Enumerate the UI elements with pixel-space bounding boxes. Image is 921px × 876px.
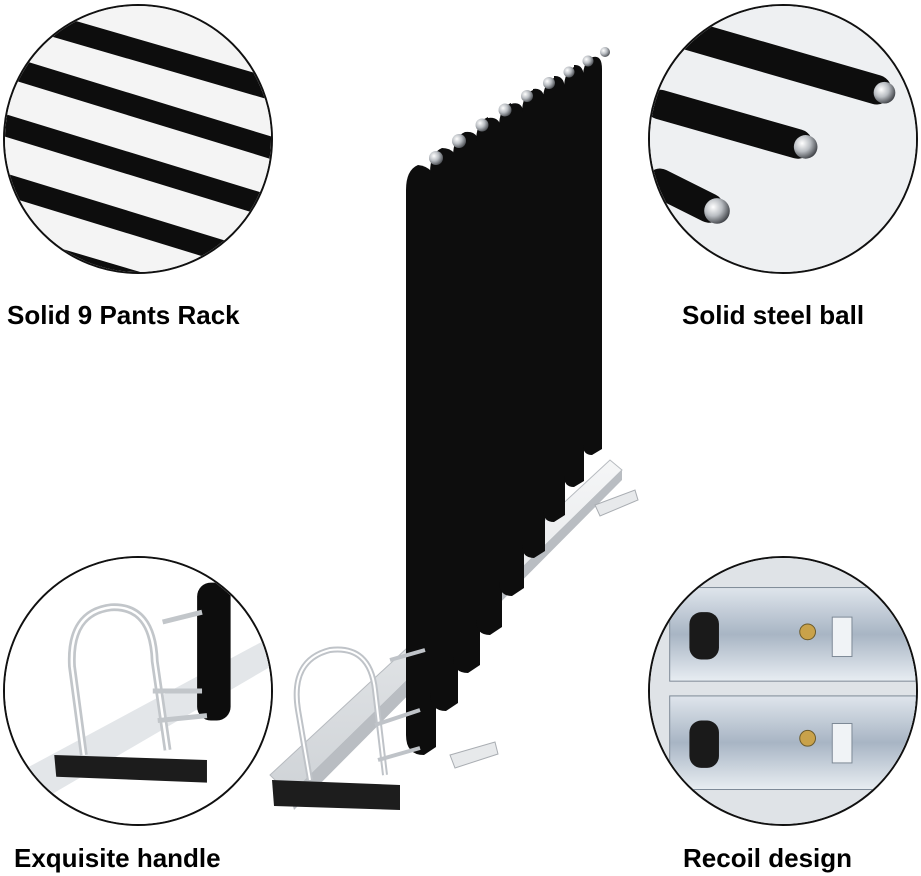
pants-rack-illustration bbox=[269, 47, 639, 810]
slide-rail-detail bbox=[650, 558, 916, 824]
caption-steel-ball: Solid steel ball bbox=[682, 300, 865, 330]
caption-recoil: Recoil design bbox=[683, 843, 853, 873]
handle-detail bbox=[5, 558, 271, 824]
steel-ball-closeup bbox=[648, 4, 918, 274]
caption-bars: Solid 9 Pants Rack bbox=[7, 300, 240, 330]
caption-handle: Exquisite handle bbox=[14, 843, 221, 873]
slide-rail-closeup bbox=[648, 556, 918, 826]
handle-closeup bbox=[3, 556, 273, 826]
bars-closeup bbox=[3, 4, 273, 274]
foam-bars-detail bbox=[5, 6, 271, 272]
steel-ball-detail bbox=[650, 6, 916, 272]
